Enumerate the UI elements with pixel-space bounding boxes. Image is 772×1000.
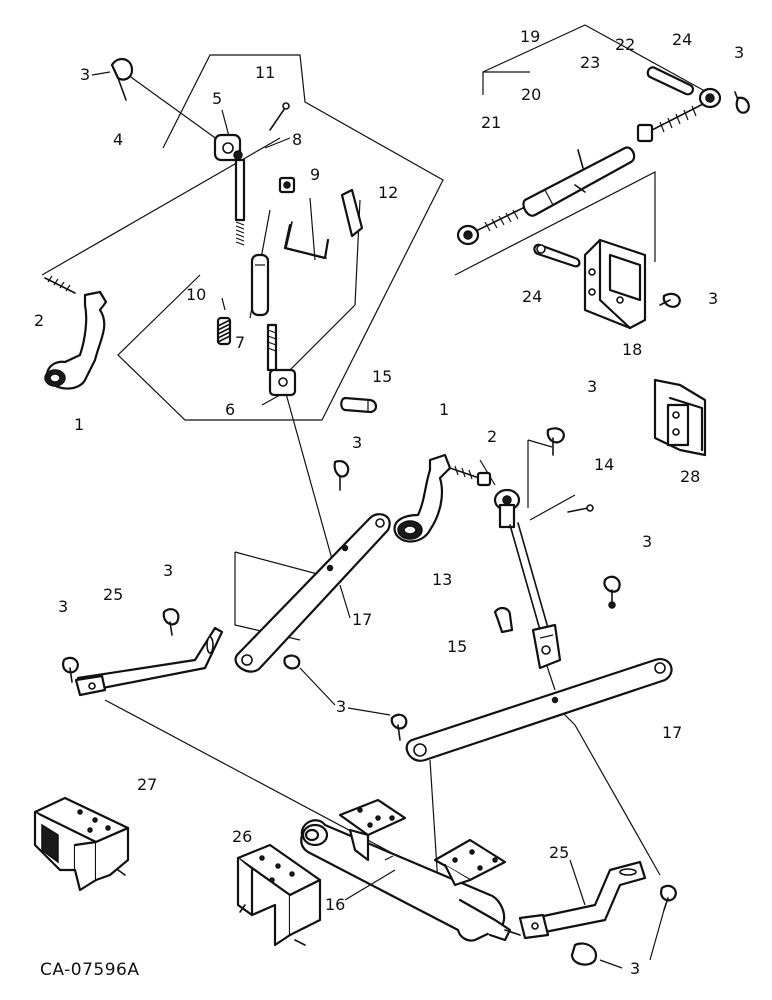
callout-17: 17	[352, 610, 372, 629]
lynch-pin-3c-icon	[390, 713, 408, 741]
callout-3: 3	[708, 289, 718, 308]
callout-4: 4	[113, 130, 123, 149]
callout-1: 1	[74, 415, 84, 434]
callout-10: 10	[186, 285, 206, 304]
callout-3: 3	[58, 597, 68, 616]
bolt-icon	[44, 275, 76, 294]
lower-clevis-icon	[268, 368, 297, 397]
callout-23: 23	[580, 53, 600, 72]
callout-9: 9	[310, 165, 320, 184]
callout-15: 15	[447, 637, 467, 656]
callout-24: 24	[672, 30, 692, 49]
lift-arm-right-icon	[393, 453, 452, 543]
lower-link-17-right	[390, 658, 673, 762]
callout-3: 3	[163, 561, 173, 580]
lynch-pin-right-top-icon	[734, 91, 750, 114]
callout-3: 3	[642, 532, 652, 551]
callout-14: 14	[594, 455, 614, 474]
lynch-pin-25a-icon	[62, 656, 79, 683]
callout-8: 8	[292, 130, 302, 149]
callout-17: 17	[662, 723, 682, 742]
lynch-pin-17-icon	[603, 575, 621, 609]
threaded-rod-icon	[234, 158, 246, 246]
cotter-pin-icon	[269, 102, 290, 131]
callout-25: 25	[103, 585, 123, 604]
nut-icon	[278, 176, 296, 194]
top-link-end-left-icon	[456, 206, 526, 246]
callout-3: 3	[80, 65, 90, 84]
callout-13: 13	[432, 570, 452, 589]
bracket-28-icon	[653, 378, 707, 457]
lynch-pin-mid-right-icon	[546, 427, 565, 456]
clevis-13-top-icon	[493, 488, 521, 529]
drawing-code: CA-07596A	[40, 960, 139, 980]
stabilizer-25-right	[518, 860, 677, 966]
bracket-27-icon	[33, 796, 130, 892]
drawbar-16	[300, 798, 521, 942]
clevis-icon	[213, 133, 243, 162]
callout-12: 12	[378, 183, 398, 202]
lynch-pin-17a-icon	[333, 460, 350, 491]
callout-26: 26	[232, 827, 252, 846]
cotter-pin-14-icon	[567, 504, 594, 513]
callout-24: 24	[522, 287, 542, 306]
callout-2: 2	[487, 427, 497, 446]
stabilizer-25-left	[62, 608, 224, 697]
callout-5: 5	[212, 89, 222, 108]
lynch-pin-icon	[110, 57, 134, 101]
callout-27: 27	[137, 775, 157, 794]
callout-28: 28	[680, 467, 700, 486]
lynch-pin-25b-icon	[162, 608, 180, 636]
lift-arm-icon	[44, 290, 108, 390]
lift-link-17-left	[234, 460, 391, 673]
bolt-right-icon	[449, 465, 492, 487]
callout-19: 19	[520, 27, 540, 46]
spring-clip-icon	[340, 188, 364, 238]
spring-icon	[216, 316, 232, 346]
callout-3: 3	[352, 433, 362, 452]
pin-15-icon	[493, 606, 514, 634]
lift-rod-13-icon	[509, 522, 549, 631]
bracket-26-icon	[236, 843, 322, 947]
nut-right-icon	[636, 123, 654, 143]
callout-3: 3	[587, 377, 597, 396]
top-link-assembly	[456, 66, 750, 330]
callout-11: 11	[255, 63, 275, 82]
callout-3: 3	[734, 43, 744, 62]
callout-2: 2	[34, 311, 44, 330]
lift-link-assembly-right	[393, 427, 621, 670]
clevis-pin-icon	[340, 396, 378, 414]
callout-7: 7	[235, 333, 245, 352]
top-link-tube-icon	[522, 146, 636, 217]
lynch-pin-18-icon	[659, 292, 681, 308]
lift-link-17-icon	[234, 513, 391, 673]
callout-3: 3	[336, 697, 346, 716]
lynch-pin-25d-icon	[570, 942, 598, 966]
callout-3: 3	[630, 959, 640, 978]
pin-top-icon	[646, 66, 695, 96]
callout-21: 21	[481, 113, 501, 132]
callout-labels: 3 5 11 4 8 9 12 10 7 2 1 6 15 19 22 24 3…	[34, 27, 744, 978]
lynch-pin-25c-icon	[660, 884, 677, 911]
callout-1: 1	[439, 400, 449, 419]
callout-15: 15	[372, 367, 392, 386]
callout-22: 22	[615, 35, 635, 54]
lift-link-assembly-left	[44, 57, 378, 414]
callout-6: 6	[225, 400, 235, 419]
top-link-end-right-icon	[651, 87, 722, 133]
lower-rod-icon	[266, 323, 278, 372]
adjusting-tube-icon	[250, 253, 270, 317]
callout-16: 16	[325, 895, 345, 914]
pin-lower-icon	[533, 243, 581, 268]
top-link-bracket-icon	[583, 238, 647, 330]
lynch-pin-17b-icon	[283, 654, 301, 670]
callout-20: 20	[521, 85, 541, 104]
bent-pin-icon	[283, 221, 330, 260]
callout-25: 25	[549, 843, 569, 862]
callout-18: 18	[622, 340, 642, 359]
clevis-13-bottom-icon	[531, 623, 562, 670]
